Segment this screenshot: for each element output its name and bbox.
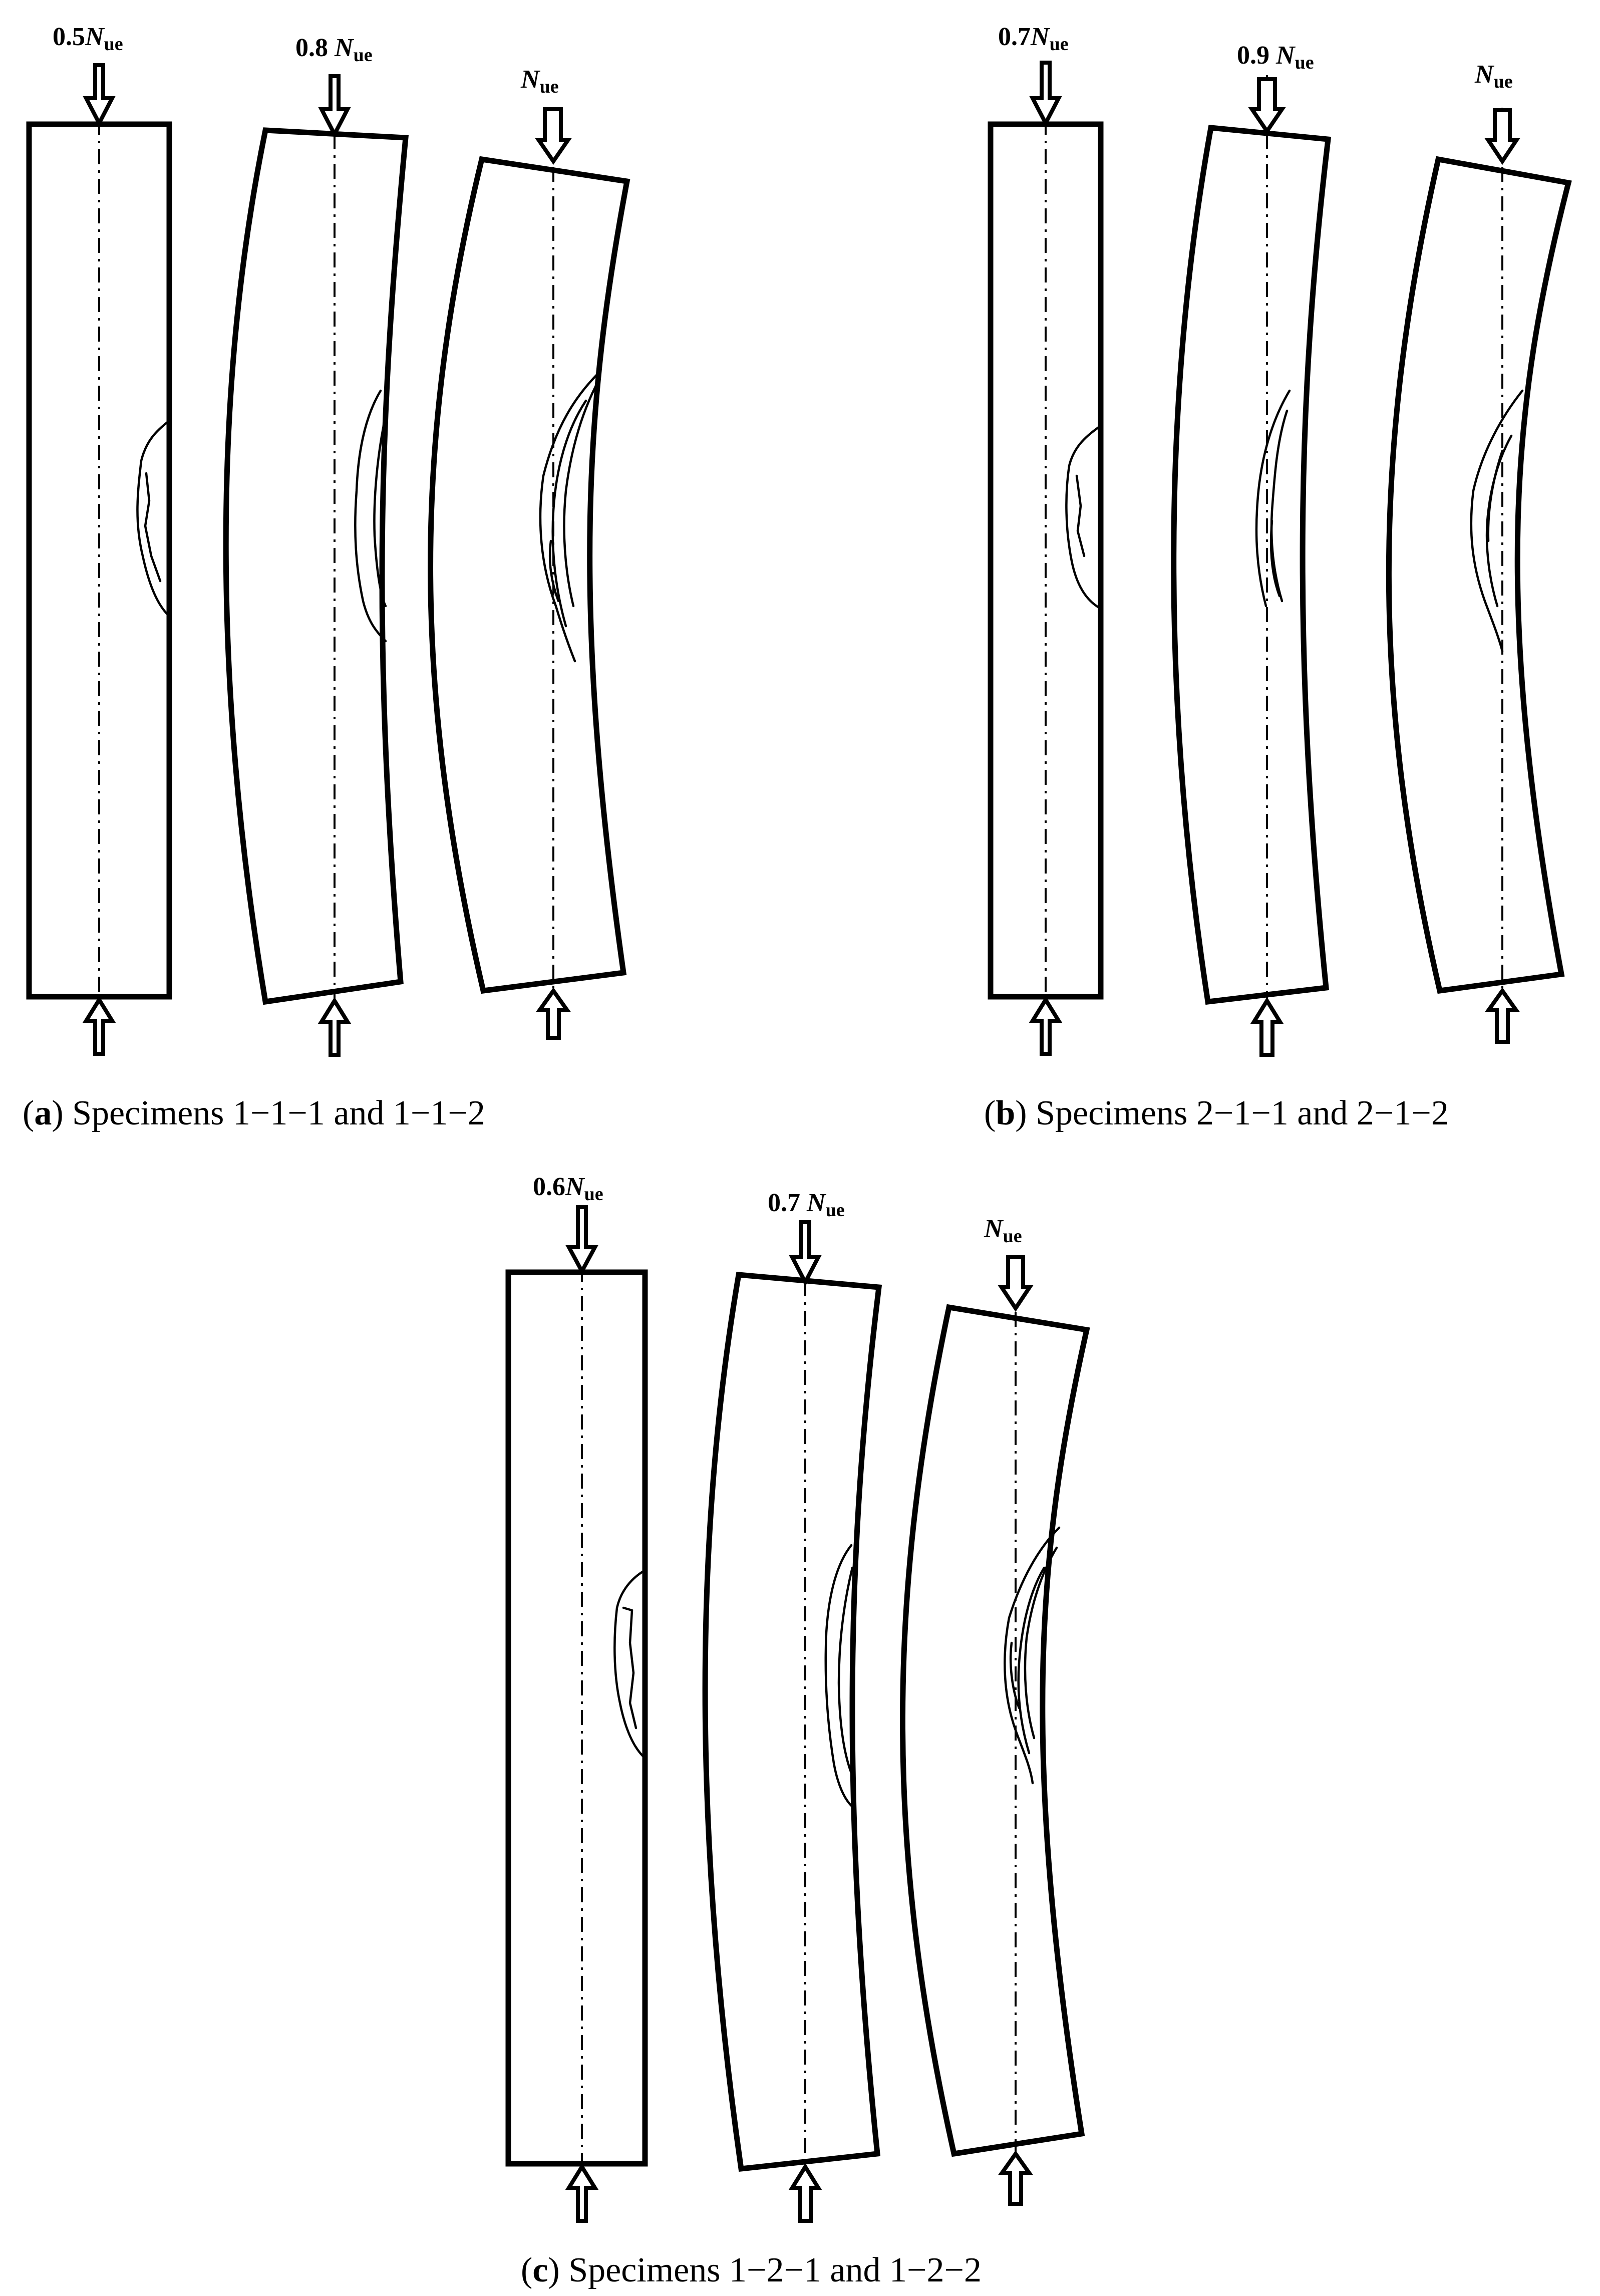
crack-zone bbox=[354, 389, 387, 643]
crack-zone bbox=[1255, 389, 1291, 608]
crack-zone bbox=[539, 372, 600, 663]
crack-zone bbox=[824, 1544, 853, 1807]
load-label: Nue bbox=[984, 1215, 1022, 1247]
load-label: 0.7Nue bbox=[998, 23, 1069, 55]
load-label: 0.6Nue bbox=[533, 1173, 603, 1205]
load-label: 0.8 Nue bbox=[295, 34, 373, 66]
load-arrow-bottom bbox=[1250, 997, 1284, 1057]
crack-zone bbox=[613, 1569, 647, 1760]
load-arrow-top bbox=[318, 74, 351, 139]
panel-a: 0.5Nue 0.8 Nue Nue (a) Specimens 1−1−1 a… bbox=[23, 23, 630, 1132]
load-arrow-top bbox=[998, 1255, 1034, 1312]
load-arrow-bottom bbox=[998, 2150, 1033, 2206]
crack-line bbox=[1487, 449, 1504, 542]
load-label: 0.7 Nue bbox=[768, 1189, 845, 1221]
column-outline bbox=[900, 1304, 1090, 2157]
column-outline bbox=[26, 121, 172, 1000]
column-outline bbox=[702, 1272, 882, 2172]
load-arrow-bottom bbox=[1029, 996, 1063, 1056]
panel-c-specimen-1: 0.6Nue bbox=[505, 1173, 648, 2223]
crack-line bbox=[837, 1566, 854, 1775]
crack-line bbox=[548, 539, 560, 603]
crack-zone bbox=[1470, 389, 1524, 653]
panel-b-specimen-3: Nue bbox=[1386, 60, 1572, 1044]
crack-line bbox=[144, 472, 162, 583]
crack-line bbox=[563, 384, 597, 608]
panel-a-specimen-2: 0.8 Nue bbox=[223, 34, 409, 1057]
panel-a-specimen-1: 0.5Nue bbox=[26, 23, 172, 1056]
load-label: Nue bbox=[520, 65, 559, 97]
crack-line bbox=[1270, 409, 1289, 603]
crack-line bbox=[1017, 1566, 1046, 1755]
panel-c-specimen-2: 0.7 Nue bbox=[702, 1189, 882, 2223]
load-arrow-top bbox=[789, 1220, 822, 1287]
panel-a-caption: (a) Specimens 1−1−1 and 1−1−2 bbox=[23, 1094, 485, 1132]
crack-line bbox=[1269, 519, 1281, 598]
panel-c: 0.6Nue 0.7 Nue Nue (c) Specimens 1−2−1 a… bbox=[505, 1173, 1090, 2289]
crack-zone bbox=[1004, 1526, 1061, 1785]
load-arrow-top bbox=[565, 1205, 598, 1276]
panel-b: 0.7Nue 0.9 Nue Nue (b) Specimens 2−1−1 a… bbox=[984, 23, 1572, 1132]
load-arrow-bottom bbox=[565, 2163, 599, 2223]
load-arrow-top bbox=[83, 63, 116, 128]
column-outline bbox=[223, 127, 409, 1005]
load-arrow-bottom bbox=[82, 996, 116, 1056]
panel-b-specimen-2: 0.9 Nue bbox=[1171, 41, 1332, 1057]
panel-c-specimen-3: Nue bbox=[900, 1215, 1090, 2206]
load-arrow-bottom bbox=[536, 987, 571, 1040]
panel-b-caption: (b) Specimens 2−1−1 and 2−1−2 bbox=[984, 1094, 1449, 1132]
crack-line bbox=[373, 414, 387, 608]
crack-line bbox=[1075, 474, 1086, 557]
load-arrow-bottom bbox=[1485, 987, 1520, 1044]
column-outline bbox=[428, 156, 630, 994]
load-arrow-bottom bbox=[317, 997, 352, 1057]
crack-line bbox=[551, 399, 587, 628]
load-arrow-top bbox=[1484, 108, 1520, 165]
column-outline bbox=[505, 1269, 648, 2167]
column-outline bbox=[1171, 125, 1332, 1005]
column-outline bbox=[1386, 156, 1572, 994]
crack-zone bbox=[1065, 424, 1102, 610]
column-outline bbox=[988, 121, 1104, 1000]
crack-zone bbox=[136, 419, 171, 618]
panel-a-specimen-3: Nue bbox=[428, 65, 630, 1040]
load-label: Nue bbox=[1474, 60, 1513, 92]
load-arrow-bottom bbox=[788, 2163, 822, 2223]
load-arrow-top bbox=[1248, 77, 1286, 135]
panel-c-caption: (c) Specimens 1−2−1 and 1−2−2 bbox=[521, 2251, 982, 2289]
crack-line bbox=[1009, 1641, 1021, 1709]
crack-line bbox=[1024, 1546, 1058, 1740]
load-label: 0.5Nue bbox=[53, 23, 123, 55]
load-label: 0.9 Nue bbox=[1237, 41, 1314, 73]
panel-b-specimen-1: 0.7Nue bbox=[988, 23, 1104, 1056]
load-arrow-top bbox=[535, 107, 572, 165]
load-arrow-top bbox=[1029, 61, 1062, 128]
crack-line bbox=[622, 1606, 637, 1730]
